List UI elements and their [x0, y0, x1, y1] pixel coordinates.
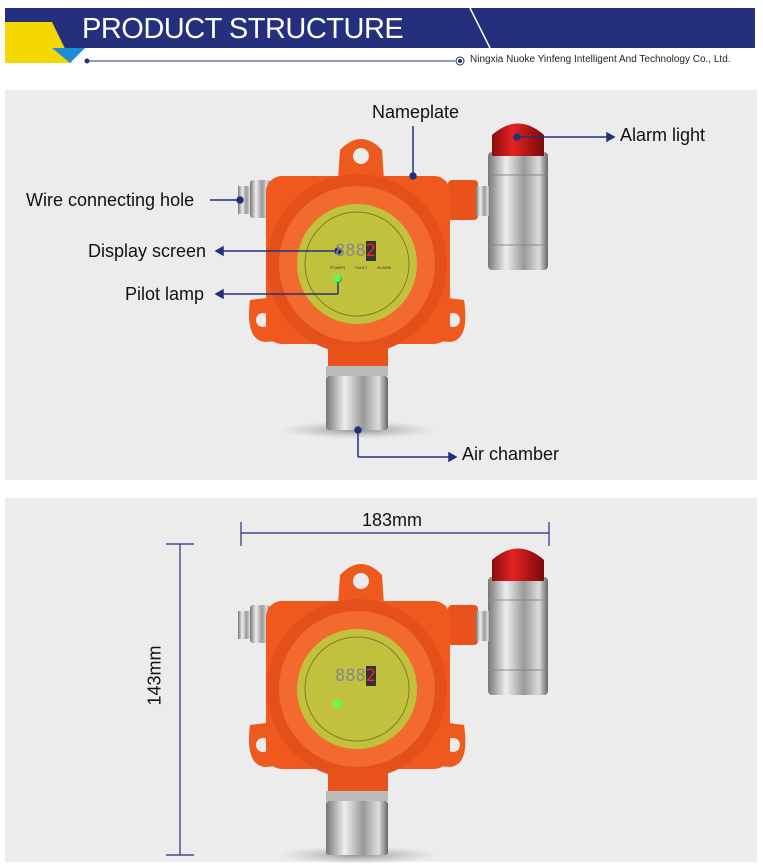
- leader-lines: [210, 126, 616, 463]
- label-pilot-lamp: Pilot lamp: [125, 284, 205, 304]
- display-digits: 888: [335, 241, 366, 261]
- label-air-chamber: Air chamber: [462, 444, 560, 464]
- label-display-screen: Display screen: [88, 241, 207, 261]
- gas-detector-image: [237, 123, 549, 440]
- label-alarm-light: Alarm light: [620, 125, 706, 145]
- pilot-lamp-light: [334, 275, 341, 282]
- display-digits: 888: [335, 666, 366, 686]
- header-band: [5, 8, 755, 48]
- page-title: PRODUCT STRUCTURE: [82, 13, 404, 45]
- indicator-power: POWER: [330, 265, 346, 270]
- display-screen-2: 8882: [335, 666, 376, 686]
- indicator-fault: FAULT: [355, 265, 368, 270]
- yellow-accent: [5, 22, 72, 63]
- label-wire-hole: Wire connecting hole: [26, 190, 195, 210]
- gas-detector-image-dimensions: [237, 548, 549, 865]
- indicator-alarm: ALARM: [377, 265, 392, 270]
- dimension-height: 143mm: [144, 645, 165, 706]
- label-nameplate: Nameplate: [372, 102, 460, 122]
- blue-accent: [52, 48, 85, 63]
- pilot-lamp-light-2: [334, 700, 341, 707]
- company-name: Ningxia Nuoke Yinfeng Intelligent And Te…: [470, 54, 731, 65]
- display-last-digit: 2: [365, 666, 376, 686]
- dimension-width: 183mm: [362, 510, 423, 530]
- dimension-lines: [166, 522, 550, 856]
- display-last-digit: 2: [365, 241, 376, 261]
- indicator-labels: POWER FAULT ALARM: [330, 265, 391, 270]
- display-screen: 8882: [335, 241, 376, 261]
